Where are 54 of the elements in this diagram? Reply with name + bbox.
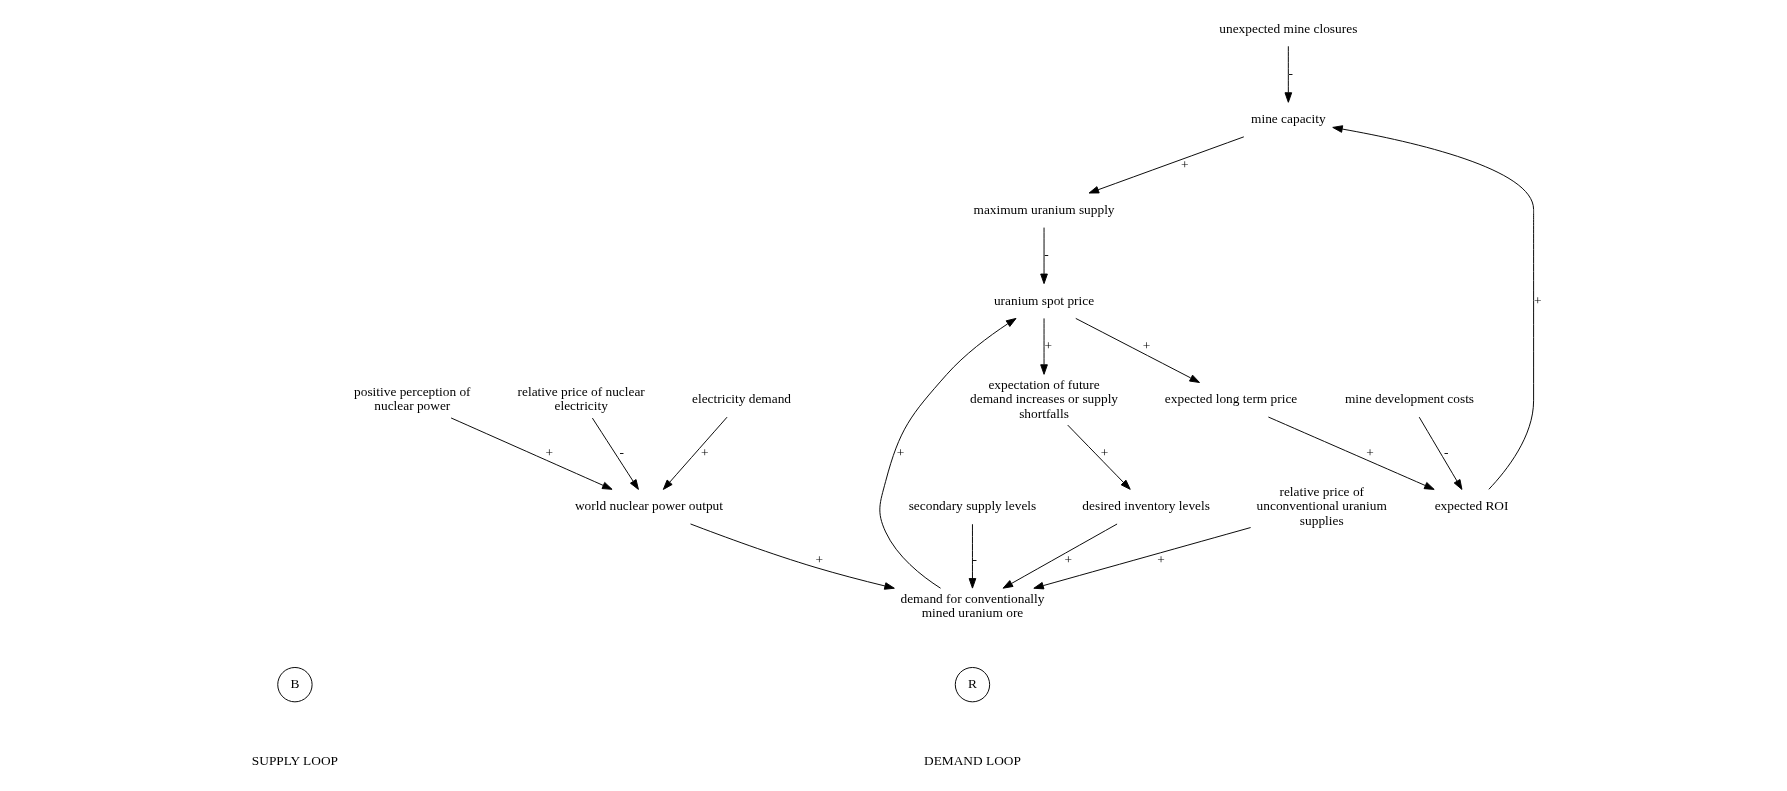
node-text: relative price of unconventional uranium supplies xyxy=(1256,483,1387,528)
edge-label: + xyxy=(1366,444,1374,460)
edge-label: + xyxy=(896,444,905,460)
label: B xyxy=(290,676,300,692)
node-text: secondary supply levels xyxy=(908,498,1037,514)
edge-label: + xyxy=(1044,337,1053,353)
node-text: electricity demand xyxy=(692,391,792,407)
node-text: mine capacity xyxy=(1251,111,1326,127)
node-text: positive perception of nuclear power xyxy=(354,384,471,414)
arrow xyxy=(1418,416,1463,490)
arrow xyxy=(1284,45,1293,103)
arrow xyxy=(591,417,639,490)
edge-label: - xyxy=(1044,247,1049,263)
node-text: mine development costs xyxy=(1344,391,1475,407)
arrow xyxy=(1040,227,1048,285)
label: SUPPLY LOOP xyxy=(251,753,338,769)
edge-label: + xyxy=(545,444,554,460)
edge-label: + xyxy=(701,444,709,460)
edge-label: + xyxy=(1181,156,1189,172)
edge-label: + xyxy=(1142,337,1151,353)
label: DEMAND LOOP xyxy=(924,753,1021,769)
arrow xyxy=(1088,136,1245,194)
edge-label: - xyxy=(619,444,624,460)
arrow xyxy=(690,523,895,590)
edge-label: + xyxy=(1157,551,1165,567)
arrow xyxy=(1002,523,1118,589)
node-text: uranium spot price xyxy=(993,292,1095,308)
arrow xyxy=(1040,317,1048,375)
edge-label: + xyxy=(815,551,824,567)
arrow xyxy=(968,523,977,589)
node-text: expectation of future demand increases or supply shortfalls xyxy=(970,377,1119,421)
arrow xyxy=(1075,317,1200,383)
edge-label: + xyxy=(1100,444,1109,460)
edge-label: - xyxy=(1288,65,1293,81)
node-text: world nuclear power output xyxy=(574,498,723,514)
edge-label: + xyxy=(1534,292,1542,308)
arrow xyxy=(1267,416,1435,490)
node-text: desired inventory levels xyxy=(1082,498,1210,514)
label: R xyxy=(968,676,977,692)
edge-label: - xyxy=(1444,444,1449,460)
node-text: relative price of nuclear electricity xyxy=(517,384,645,414)
arrow xyxy=(1067,424,1131,490)
edge-label: + xyxy=(1064,551,1073,567)
node-text: maximum uranium supply xyxy=(973,201,1115,217)
edge-label: - xyxy=(972,551,978,567)
arrow xyxy=(662,416,728,490)
node-text: expected long term price xyxy=(1164,391,1298,407)
arrow xyxy=(879,317,1017,589)
arrow xyxy=(1033,527,1252,590)
node-text: unexpected mine closures xyxy=(1219,20,1358,36)
node-text: expected ROI xyxy=(1434,498,1509,514)
arrow xyxy=(450,417,613,490)
node-text: demand for conventionally mined uranium ore xyxy=(900,590,1045,621)
arrow xyxy=(1332,125,1535,490)
